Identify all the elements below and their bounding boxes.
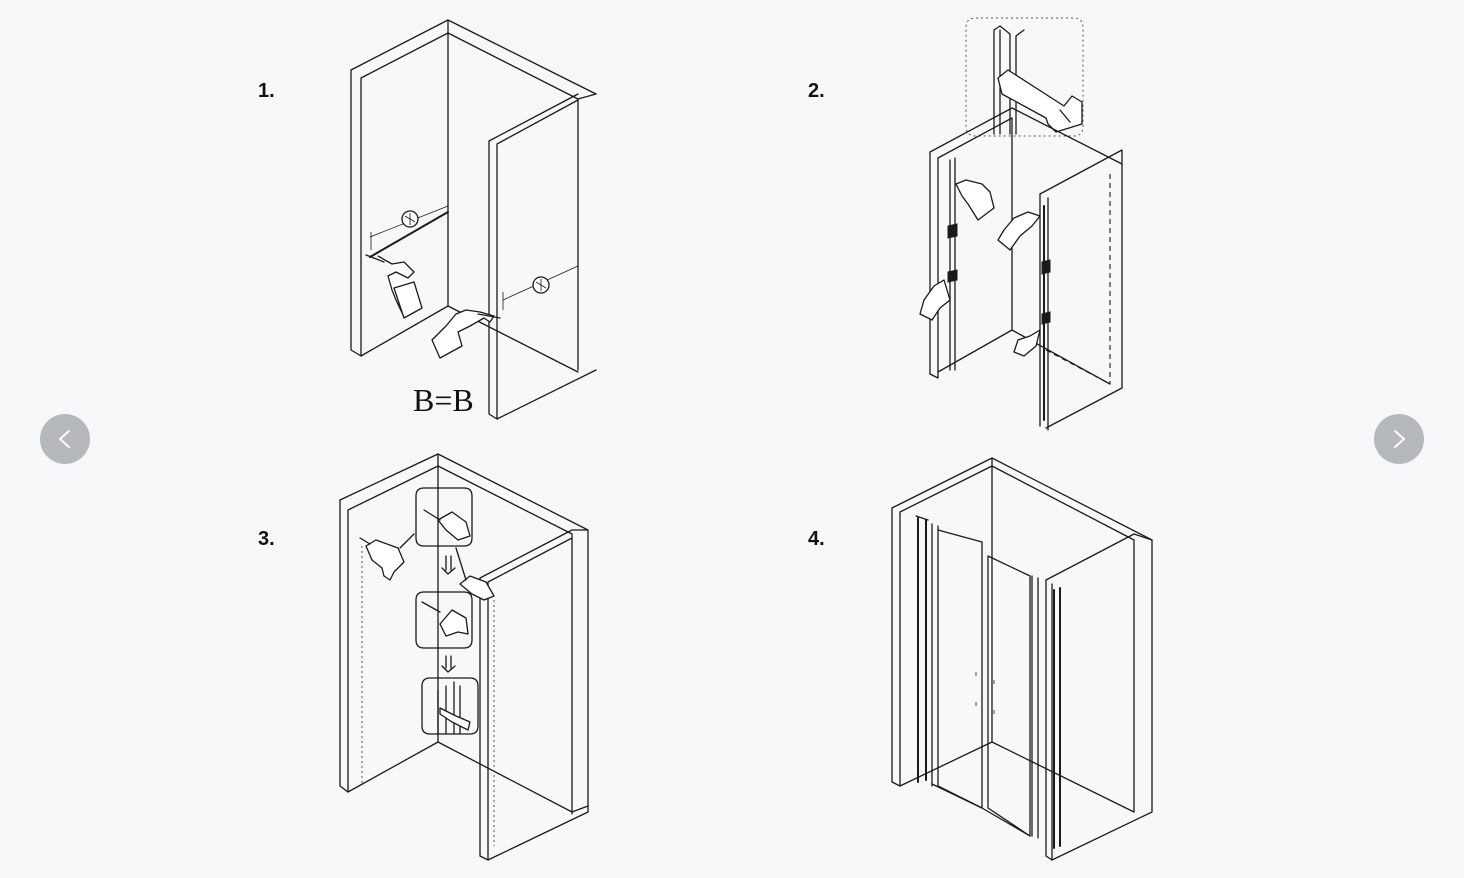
step-1-illustration (350, 19, 597, 420)
step-3-number: 3. (258, 528, 275, 550)
next-slide-button[interactable] (1374, 414, 1424, 464)
step-4-number: 4. (808, 528, 825, 550)
step-2-illustration (919, 17, 1123, 431)
chevron-left-icon (59, 430, 70, 448)
step-2-number: 2. (808, 80, 825, 102)
step-1-number: 1. (258, 80, 275, 102)
chevron-right-icon (1394, 430, 1405, 448)
step-3-illustration (339, 453, 589, 861)
step-4-illustration (891, 457, 1153, 861)
step-1-annotation: B=B (413, 382, 474, 418)
prev-slide-button[interactable] (40, 414, 90, 464)
